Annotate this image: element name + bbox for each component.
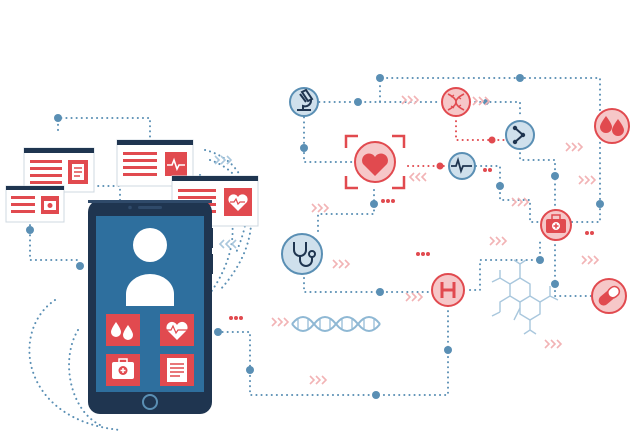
heartbeat-icon xyxy=(448,152,476,180)
microscope-icon xyxy=(289,87,319,117)
report-window-left xyxy=(5,185,65,223)
focus-frame xyxy=(344,134,406,190)
blood-drops-icon xyxy=(106,314,140,346)
blood-drops-icon xyxy=(594,108,630,144)
dna-strand-icon xyxy=(291,316,381,332)
stethoscope-icon xyxy=(281,233,323,275)
chevron-trails xyxy=(214,95,600,385)
medical-kit-icon xyxy=(106,354,140,386)
network-nodes xyxy=(26,74,604,399)
phone-speaker xyxy=(138,206,162,209)
report-window-top-left xyxy=(23,147,95,193)
medical-kit-icon xyxy=(540,209,572,241)
pill-icon xyxy=(591,278,627,314)
medical-report-icon xyxy=(160,354,194,386)
molecule-icon xyxy=(491,259,559,335)
user-avatar-icon xyxy=(126,228,174,306)
hospital-icon xyxy=(431,273,465,307)
heartbeat-icon xyxy=(160,314,194,346)
share-icon xyxy=(505,120,535,150)
home-button xyxy=(142,394,158,410)
heart-icon xyxy=(344,134,406,190)
dna-icon xyxy=(441,87,471,117)
smartphone xyxy=(88,200,213,414)
